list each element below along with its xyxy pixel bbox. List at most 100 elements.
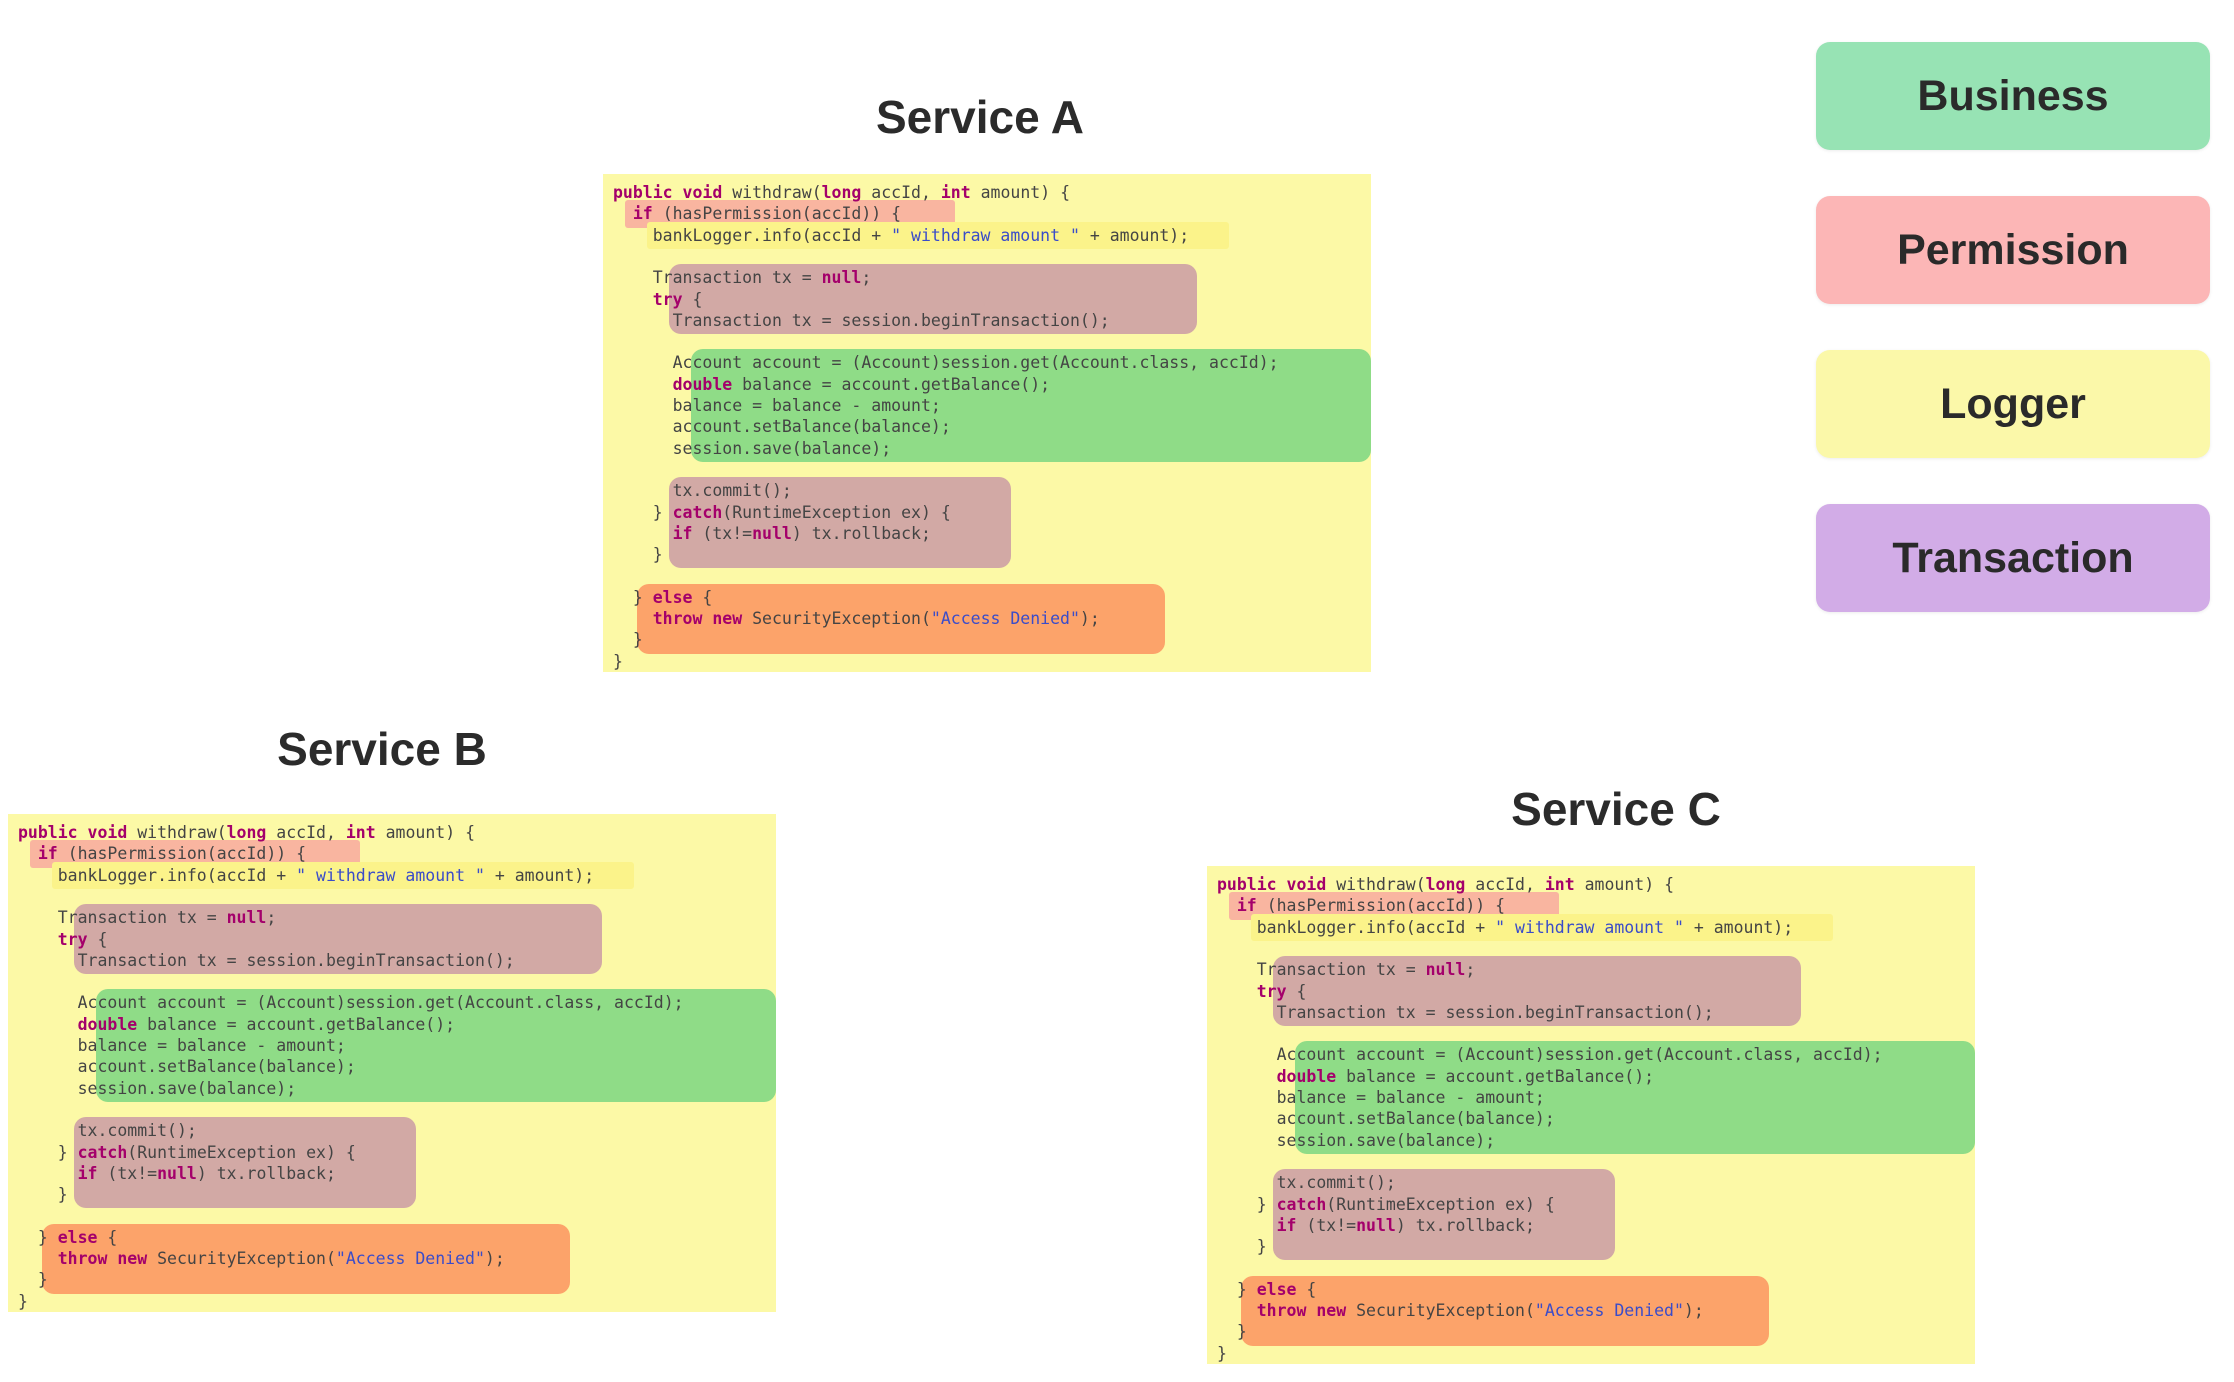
code-token: account.setBalance(balance);: [613, 417, 951, 437]
code-token: [1217, 1301, 1257, 1320]
code-line: balance = balance - amount;: [1217, 1087, 1545, 1108]
code-token: [18, 1249, 58, 1268]
legend-business: Business: [1816, 42, 2210, 150]
code-line: }: [18, 1184, 68, 1205]
code-token: bankLogger.info(accId +: [18, 865, 297, 885]
code-token: [18, 844, 38, 863]
code-token: " withdraw amount ": [296, 865, 485, 885]
code-token: ) tx.rollback;: [791, 523, 931, 543]
code-token: long: [821, 183, 872, 202]
code-token: session.save(balance);: [18, 1078, 297, 1098]
code-token: SecurityException(: [147, 1249, 336, 1268]
service-a-title: Service A: [876, 91, 1084, 143]
code-token: ;: [1465, 960, 1476, 980]
code-token: }: [18, 1227, 58, 1247]
code-line: Transaction tx = null;: [613, 267, 872, 288]
code-line: if (tx!=null) tx.rollback;: [613, 523, 931, 544]
code-token: withdraw(: [732, 183, 822, 202]
code-token: bankLogger.info(accId +: [1217, 917, 1496, 937]
code-line: bankLogger.info(accId + " withdraw amoun…: [613, 225, 1189, 246]
code-token: public void: [18, 823, 138, 842]
code-line: try {: [1217, 981, 1307, 1002]
code-line: bankLogger.info(accId + " withdraw amoun…: [18, 865, 594, 886]
code-token: [1217, 1216, 1277, 1235]
code-token: public void: [613, 183, 733, 202]
logger-block: [52, 861, 634, 889]
code-token: null: [1425, 960, 1466, 980]
code-token: [613, 375, 673, 394]
code-token: Transaction tx = session.beginTransactio…: [1217, 1002, 1714, 1022]
business-block: [96, 989, 776, 1102]
code-token: int: [940, 183, 981, 202]
code-token: (RuntimeException ex) {: [1326, 1194, 1555, 1214]
code-token: tx.commit();: [613, 481, 792, 501]
code-line: Account account = (Account)session.get(A…: [613, 352, 1279, 373]
code-token: balance = account.getBalance();: [732, 374, 1051, 394]
code-token: try: [652, 289, 683, 309]
code-line: try {: [613, 289, 703, 310]
code-token: long: [1425, 875, 1476, 894]
code-line: Account account = (Account)session.get(A…: [1217, 1044, 1883, 1065]
code-token: null: [1356, 1215, 1396, 1235]
code-token: throw new: [652, 609, 743, 628]
code-token: else: [1256, 1279, 1297, 1299]
code-token: bankLogger.info(accId +: [613, 225, 892, 245]
code-token: long: [226, 823, 277, 842]
code-token: ) tx.rollback;: [1395, 1215, 1535, 1235]
code-token: [18, 930, 58, 949]
legend-transaction: Transaction: [1816, 504, 2210, 612]
transaction-commit-block: [1273, 1169, 1615, 1261]
code-line: } else {: [613, 587, 713, 608]
code-token: }: [1217, 1237, 1267, 1257]
code-token: throw new: [57, 1249, 148, 1268]
code-token: amount) {: [1584, 875, 1674, 894]
code-token: {: [692, 587, 713, 607]
code-line: if (hasPermission(accId)) {: [613, 203, 901, 224]
code-line: }: [613, 544, 663, 565]
code-token: int: [345, 823, 386, 842]
code-line: }: [18, 1269, 48, 1290]
code-token: );: [1683, 1301, 1704, 1320]
code-line: tx.commit();: [613, 480, 792, 501]
code-token: SecurityException(: [742, 609, 931, 628]
code-token: amount) {: [385, 823, 475, 842]
code-token: "Access Denied": [1534, 1301, 1684, 1320]
code-token: amount) {: [980, 183, 1070, 202]
code-token: + amount);: [1079, 225, 1190, 245]
code-token: SecurityException(: [1346, 1301, 1535, 1320]
code-token: [1217, 982, 1257, 1001]
transaction-begin-block: [669, 264, 1197, 335]
code-token: public void: [1217, 875, 1337, 894]
code-token: withdraw(: [1336, 875, 1426, 894]
code-token: (tx!=: [692, 523, 753, 543]
code-token: int: [1544, 875, 1585, 894]
code-token: account.setBalance(balance);: [1217, 1109, 1555, 1129]
legend-permission: Permission: [1816, 196, 2210, 304]
code-token: catch: [77, 1142, 128, 1162]
code-line: balance = balance - amount;: [18, 1035, 346, 1056]
code-line: Account account = (Account)session.get(A…: [18, 992, 684, 1013]
business-block: [1295, 1041, 1975, 1154]
code-token: account.setBalance(balance);: [18, 1057, 356, 1077]
code-line: throw new SecurityException("Access Deni…: [18, 1248, 505, 1269]
permission-else-block: [637, 583, 1165, 654]
code-token: if: [37, 844, 68, 864]
code-token: Account account = (Account)session.get(A…: [18, 993, 684, 1013]
code-token: session.save(balance);: [613, 438, 892, 458]
business-block: [691, 349, 1371, 462]
code-token: Transaction tx = session.beginTransactio…: [18, 950, 515, 970]
code-token: );: [484, 1249, 505, 1268]
code-line: throw new SecurityException("Access Deni…: [613, 608, 1100, 629]
code-line: double balance = account.getBalance();: [613, 374, 1051, 395]
code-token: [1217, 1067, 1277, 1086]
code-line: balance = balance - amount;: [613, 395, 941, 416]
code-token: [18, 1164, 78, 1183]
code-line: try {: [18, 929, 108, 950]
code-token: (hasPermission(accId)) {: [67, 844, 307, 864]
code-line: }: [613, 629, 643, 650]
code-line: if (tx!=null) tx.rollback;: [1217, 1215, 1535, 1236]
code-line: } catch(RuntimeException ex) {: [18, 1142, 356, 1163]
code-token: [613, 524, 673, 543]
code-token: balance = account.getBalance();: [137, 1014, 456, 1034]
code-token: ;: [861, 268, 872, 288]
